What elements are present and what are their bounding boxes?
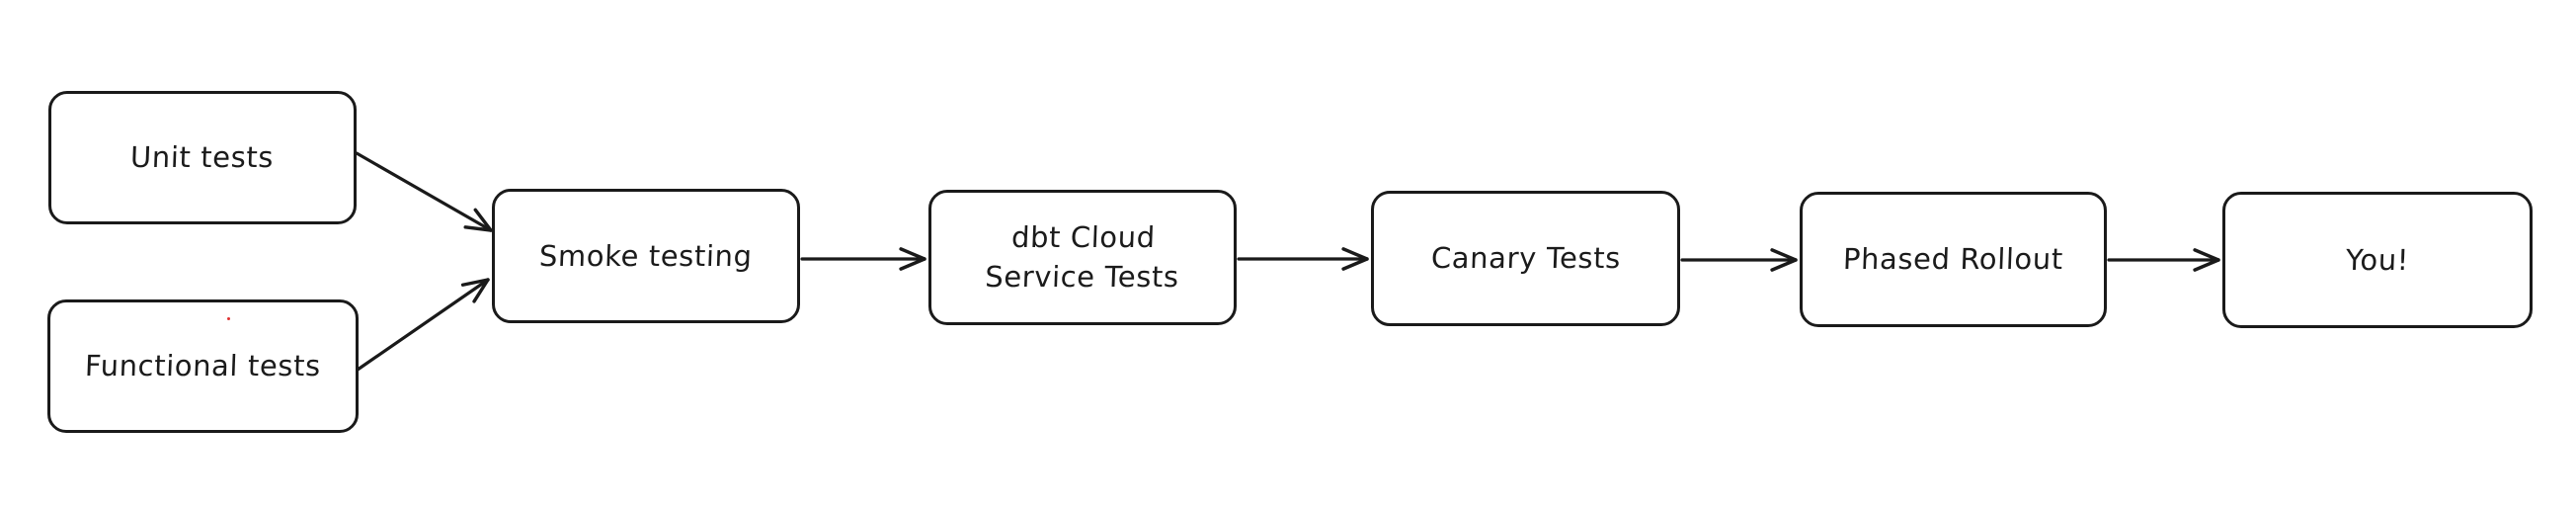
node-label-phased-rollout: Phased Rollout [1842, 242, 2064, 277]
node-label-functional-tests: Functional tests [84, 349, 322, 383]
node-functional-tests[interactable]: Functional tests [47, 299, 359, 433]
node-label-canary-tests: Canary Tests [1429, 241, 1622, 276]
edge-line [355, 151, 493, 232]
edge-functional-to-smoke [356, 278, 490, 372]
arrowhead-stroke-0 [463, 225, 493, 232]
arrowhead-stroke-0 [1770, 258, 1798, 272]
node-label-you: You! [2345, 242, 2410, 277]
arrowhead-stroke-0 [2193, 258, 2220, 272]
arrowhead-stroke-0 [472, 278, 490, 303]
edge-phased-to-you [2107, 248, 2220, 272]
arrowhead-stroke-1 [1770, 248, 1798, 262]
arrowhead-stroke-0 [899, 257, 926, 271]
edge-line [356, 278, 490, 372]
artifact-red-dot [227, 317, 230, 320]
edge-unit-to-smoke [355, 151, 493, 232]
node-phased-rollout[interactable]: Phased Rollout [1800, 192, 2107, 327]
edge-canary-to-phased [1680, 248, 1798, 272]
node-label-dbt-cloud-service-tests: dbt Cloud Service Tests [984, 220, 1180, 295]
node-dbt-cloud-service-tests[interactable]: dbt Cloud Service Tests [928, 190, 1237, 325]
arrowhead-stroke-1 [473, 208, 493, 232]
arrowhead-stroke-1 [899, 247, 926, 261]
arrowhead-stroke-1 [2193, 248, 2220, 262]
node-label-unit-tests: Unit tests [129, 140, 276, 175]
node-unit-tests[interactable]: Unit tests [48, 91, 357, 224]
edge-smoke-to-dbt [800, 247, 926, 271]
node-smoke-testing[interactable]: Smoke testing [492, 189, 800, 323]
arrowhead-stroke-1 [460, 278, 490, 287]
edge-dbt-to-canary [1237, 247, 1369, 271]
node-label-smoke-testing: Smoke testing [538, 238, 754, 273]
node-you[interactable]: You! [2222, 192, 2533, 328]
arrowhead-stroke-1 [1341, 247, 1369, 261]
node-canary-tests[interactable]: Canary Tests [1371, 191, 1680, 326]
arrowhead-stroke-0 [1341, 257, 1369, 271]
